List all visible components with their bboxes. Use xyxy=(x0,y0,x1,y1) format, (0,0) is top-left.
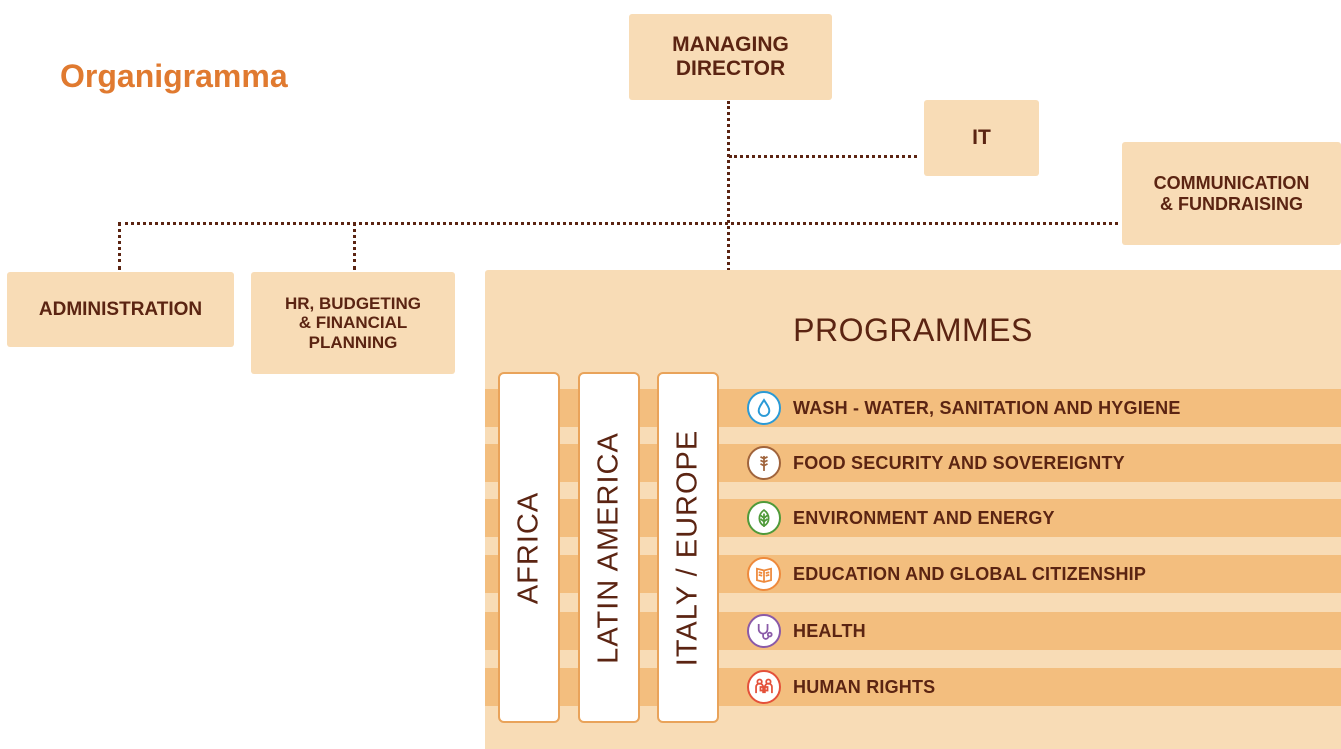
wheat-icon xyxy=(747,446,781,480)
communication-label-line2: & FUNDRAISING xyxy=(1160,193,1303,214)
open-book-icon xyxy=(747,557,781,591)
connector-main-horizontal xyxy=(118,222,1118,225)
region-africa-label: AFRICA xyxy=(512,491,545,604)
theme-label-education: EDUCATION AND GLOBAL CITIZENSHIP xyxy=(793,564,1147,584)
region-italy-europe-label: ITALY / EUROPE xyxy=(671,429,704,666)
stethoscope-icon xyxy=(747,614,781,648)
theme-label-food: FOOD SECURITY AND SOVEREIGNTY xyxy=(793,453,1125,473)
region-africa: AFRICA xyxy=(498,372,560,723)
people-icon xyxy=(747,670,781,704)
it-box: IT xyxy=(924,100,1039,176)
connector-director-trunk xyxy=(727,101,730,271)
theme-label-environment: ENVIRONMENT AND ENERGY xyxy=(793,508,1055,528)
it-label: IT xyxy=(972,126,991,150)
administration-label: ADMINISTRATION xyxy=(38,298,203,320)
region-latin-america: LATIN AMERICA xyxy=(578,372,640,723)
region-latin-america-label: LATIN AMERICA xyxy=(592,431,625,664)
managing-director-label-line1: MANAGING xyxy=(672,33,789,57)
water-drop-icon xyxy=(747,391,781,425)
hr-label-line2: & FINANCIAL xyxy=(298,313,408,333)
leaf-icon xyxy=(747,501,781,535)
theme-label-wash: WASH - WATER, SANITATION AND HYGIENE xyxy=(793,398,1181,418)
connector-to-hr xyxy=(353,222,356,270)
managing-director-label-line2: DIRECTOR xyxy=(675,57,786,80)
communication-fundraising-box: COMMUNICATION & FUNDRAISING xyxy=(1122,142,1341,245)
programmes-title: PROGRAMMES xyxy=(793,312,1033,348)
page-title: Organigramma xyxy=(60,58,288,94)
theme-label-health: HEALTH xyxy=(793,621,866,641)
connector-to-administration xyxy=(118,222,121,270)
hr-label-line1: HR, BUDGETING xyxy=(285,294,421,314)
communication-label-line1: COMMUNICATION xyxy=(1153,173,1310,194)
managing-director-box: MANAGING DIRECTOR xyxy=(629,14,832,100)
region-italy-europe: ITALY / EUROPE xyxy=(657,372,719,723)
theme-label-human-rights: HUMAN RIGHTS xyxy=(793,677,936,697)
administration-box: ADMINISTRATION xyxy=(7,272,234,347)
hr-label-line3: PLANNING xyxy=(308,332,398,352)
connector-to-it xyxy=(729,155,917,158)
hr-budgeting-box: HR, BUDGETING & FINANCIAL PLANNING xyxy=(251,272,455,374)
